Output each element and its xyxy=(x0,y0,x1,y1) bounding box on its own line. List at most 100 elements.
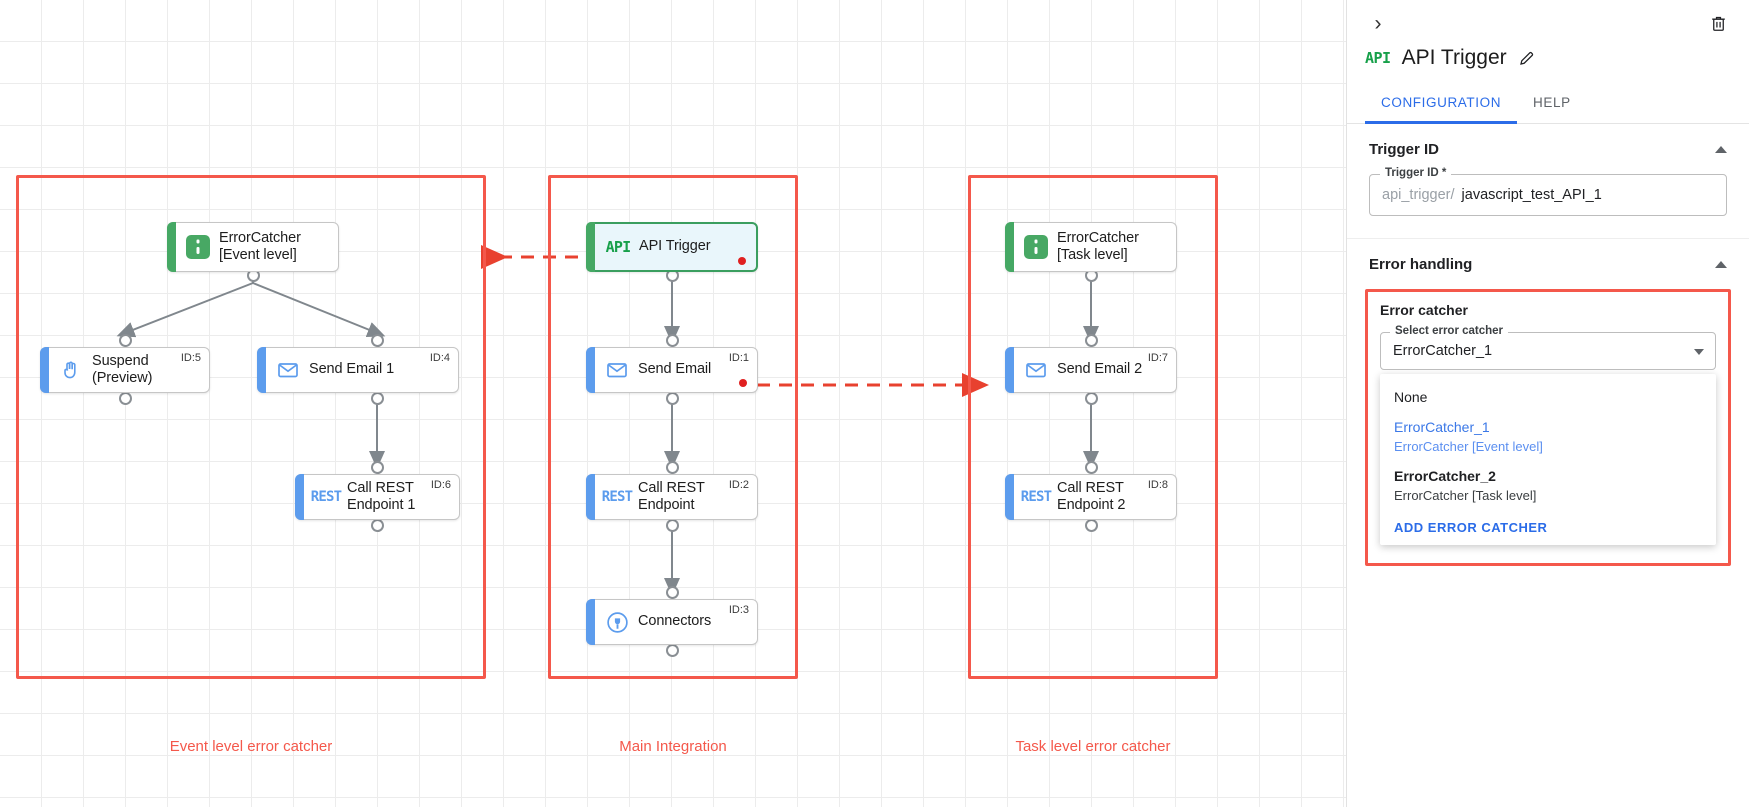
port-out-call-rest-1[interactable] xyxy=(371,519,384,532)
properties-panel: › API API Trigger CONFIGURATION HELP xyxy=(1346,0,1749,807)
port-out-send-email[interactable] xyxy=(666,392,679,405)
panel-tabs: CONFIGURATION HELP xyxy=(1347,86,1749,124)
section-title: Trigger ID xyxy=(1369,141,1440,158)
node-send-email-2[interactable]: Send Email 2 ID:7 xyxy=(1005,347,1177,393)
envelope-icon xyxy=(596,358,638,382)
port-in-send-email-2[interactable] xyxy=(1085,334,1098,347)
dropdown-option-title: ErrorCatcher_2 xyxy=(1394,468,1496,485)
error-catcher-block: Error catcher Select error catcher Error… xyxy=(1365,289,1731,566)
trigger-id-field[interactable]: Trigger ID * api_trigger/ javascript_tes… xyxy=(1369,167,1727,216)
port-in-call-rest-1[interactable] xyxy=(371,461,384,474)
node-connectors[interactable]: Connectors ID:3 xyxy=(586,599,758,645)
node-label: Suspend (Preview) xyxy=(92,352,153,386)
node-label: API Trigger xyxy=(639,238,711,255)
dropdown-option-title: None xyxy=(1394,389,1428,405)
node-send-email[interactable]: Send Email ID:1 xyxy=(586,347,758,393)
node-accent-bar xyxy=(295,474,304,520)
hand-icon xyxy=(50,358,92,382)
rest-icon: REST xyxy=(601,489,633,505)
error-catcher-icon xyxy=(177,234,219,260)
node-call-rest-endpoint-1[interactable]: REST Call REST Endpoint 1 ID:6 xyxy=(295,474,460,520)
port-out-send-email-2[interactable] xyxy=(1085,392,1098,405)
node-accent-bar xyxy=(586,222,595,272)
dropdown-option-errorcatcher-1[interactable]: ErrorCatcher_1 ErrorCatcher [Event level… xyxy=(1380,412,1716,461)
trash-icon[interactable] xyxy=(1705,10,1731,36)
node-label: Send Email 1 xyxy=(309,361,395,378)
chevron-right-icon[interactable]: › xyxy=(1365,10,1391,36)
group-box-event-level xyxy=(16,175,486,679)
node-id-badge: ID:4 xyxy=(429,352,450,364)
section-header-trigger-id[interactable]: Trigger ID xyxy=(1347,124,1749,174)
port-in-suspend[interactable] xyxy=(119,334,132,347)
group-caption-event-level: Event level error catcher xyxy=(169,738,333,755)
node-label: ErrorCatcher [Event level] xyxy=(219,229,301,263)
port-in-send-email-1[interactable] xyxy=(371,334,384,347)
select-error-catcher[interactable]: Select error catcher ErrorCatcher_1 xyxy=(1380,325,1716,370)
node-id-badge: ID:5 xyxy=(180,352,201,364)
port-out-call-rest[interactable] xyxy=(666,519,679,532)
node-id-badge: ID:6 xyxy=(430,479,451,491)
node-accent-bar xyxy=(586,347,595,393)
port-out-suspend[interactable] xyxy=(119,392,132,405)
node-id-badge: ID:7 xyxy=(1147,352,1168,364)
panel-title-row: API API Trigger xyxy=(1347,36,1749,70)
port-out-send-email-1[interactable] xyxy=(371,392,384,405)
node-call-rest-endpoint[interactable]: REST Call REST Endpoint ID:2 xyxy=(586,474,758,520)
dropdown-option-none[interactable]: None xyxy=(1380,382,1716,412)
connectors-icon xyxy=(596,610,638,635)
node-accent-bar xyxy=(257,347,266,393)
trigger-id-prefix: api_trigger/ xyxy=(1382,187,1455,203)
node-call-rest-endpoint-2[interactable]: REST Call REST Endpoint 2 ID:8 xyxy=(1005,474,1177,520)
rest-icon: REST xyxy=(1020,489,1052,505)
select-error-catcher-value: ErrorCatcher_1 xyxy=(1393,343,1493,359)
port-out-connectors[interactable] xyxy=(666,644,679,657)
add-error-catcher-button[interactable]: ADD ERROR CATCHER xyxy=(1394,519,1548,535)
dropdown-option-errorcatcher-2[interactable]: ErrorCatcher_2 ErrorCatcher [Task level] xyxy=(1380,461,1716,510)
tab-help[interactable]: HELP xyxy=(1533,95,1571,110)
section-error-handling: Error handling Error catcher Select erro… xyxy=(1347,239,1749,566)
node-label: Call REST Endpoint 2 xyxy=(1057,479,1126,513)
port-in-call-rest-2[interactable] xyxy=(1085,461,1098,474)
node-error-catcher-task-level[interactable]: ErrorCatcher [Task level] xyxy=(1005,222,1177,272)
chevron-down-icon[interactable] xyxy=(1694,349,1704,355)
section-body-trigger-id: Trigger ID * api_trigger/ javascript_tes… xyxy=(1347,167,1749,238)
node-label: Send Email 2 xyxy=(1057,361,1143,378)
section-trigger-id: Trigger ID Trigger ID * api_trigger/ jav… xyxy=(1347,124,1749,239)
node-label: ErrorCatcher [Task level] xyxy=(1057,229,1139,263)
tab-configuration[interactable]: CONFIGURATION xyxy=(1365,86,1518,124)
node-accent-bar xyxy=(1005,347,1014,393)
node-accent-bar xyxy=(167,222,176,272)
pencil-icon[interactable] xyxy=(1518,49,1536,67)
port-in-call-rest[interactable] xyxy=(666,461,679,474)
node-api-trigger[interactable]: API API Trigger xyxy=(586,222,758,272)
node-error-catcher-event-level[interactable]: ErrorCatcher [Event level] xyxy=(167,222,339,272)
flow-canvas[interactable]: Event level error catcher Main Integrati… xyxy=(0,0,1346,807)
dropdown-option-title: ErrorCatcher_1 xyxy=(1394,419,1490,436)
dropdown-option-subtitle: ErrorCatcher [Event level] xyxy=(1394,438,1543,454)
trigger-id-input[interactable]: javascript_test_API_1 xyxy=(1461,187,1602,203)
chevron-up-icon[interactable] xyxy=(1715,261,1727,268)
chevron-up-icon[interactable] xyxy=(1715,146,1727,153)
node-label: Connectors xyxy=(638,613,712,630)
node-id-badge: ID:8 xyxy=(1147,479,1168,491)
error-catcher-label: Error catcher xyxy=(1380,302,1468,318)
select-error-catcher-legend: Select error catcher xyxy=(1390,325,1509,337)
trigger-id-legend: Trigger ID * xyxy=(1380,167,1452,179)
port-in-send-email[interactable] xyxy=(666,334,679,347)
node-accent-bar xyxy=(1005,474,1014,520)
group-box-task-level xyxy=(968,175,1218,679)
node-accent-bar xyxy=(586,599,595,645)
dropdown-option-subtitle: ErrorCatcher [Task level] xyxy=(1394,487,1537,503)
node-label: Call REST Endpoint xyxy=(638,479,705,513)
section-header-error-handling[interactable]: Error handling xyxy=(1347,239,1749,289)
rest-icon: REST xyxy=(310,489,342,505)
node-send-email-1[interactable]: Send Email 1 ID:4 xyxy=(257,347,459,393)
node-label: Send Email xyxy=(638,361,712,378)
group-box-main-integration xyxy=(548,175,798,679)
error-catcher-icon xyxy=(1015,234,1057,260)
port-out-call-rest-2[interactable] xyxy=(1085,519,1098,532)
api-icon: API xyxy=(1365,49,1391,67)
node-suspend[interactable]: Suspend (Preview) ID:5 xyxy=(40,347,210,393)
port-in-connectors[interactable] xyxy=(666,586,679,599)
